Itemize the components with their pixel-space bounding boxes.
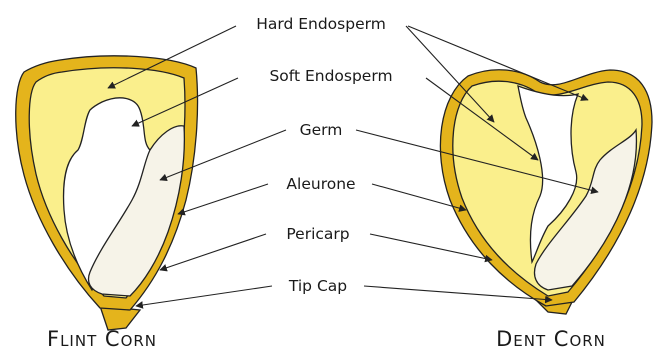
label-hard-endosperm: Hard Endosperm — [252, 14, 390, 34]
flint-corn-title: Flint Corn — [47, 327, 157, 351]
dent-corn-title: Dent Corn — [496, 327, 606, 351]
label-aleurone: Aleurone — [282, 174, 359, 194]
flint-kernel — [16, 56, 198, 330]
leader-pericarp-flint — [160, 234, 266, 270]
label-tip-cap: Tip Cap — [285, 276, 351, 296]
label-pericarp: Pericarp — [282, 224, 353, 244]
label-germ: Germ — [296, 120, 347, 140]
dent-kernel — [440, 70, 652, 314]
label-soft-endosperm: Soft Endosperm — [265, 66, 396, 86]
leader-tipcap-flint — [136, 286, 272, 306]
leader-aleurone-flint — [178, 184, 268, 214]
